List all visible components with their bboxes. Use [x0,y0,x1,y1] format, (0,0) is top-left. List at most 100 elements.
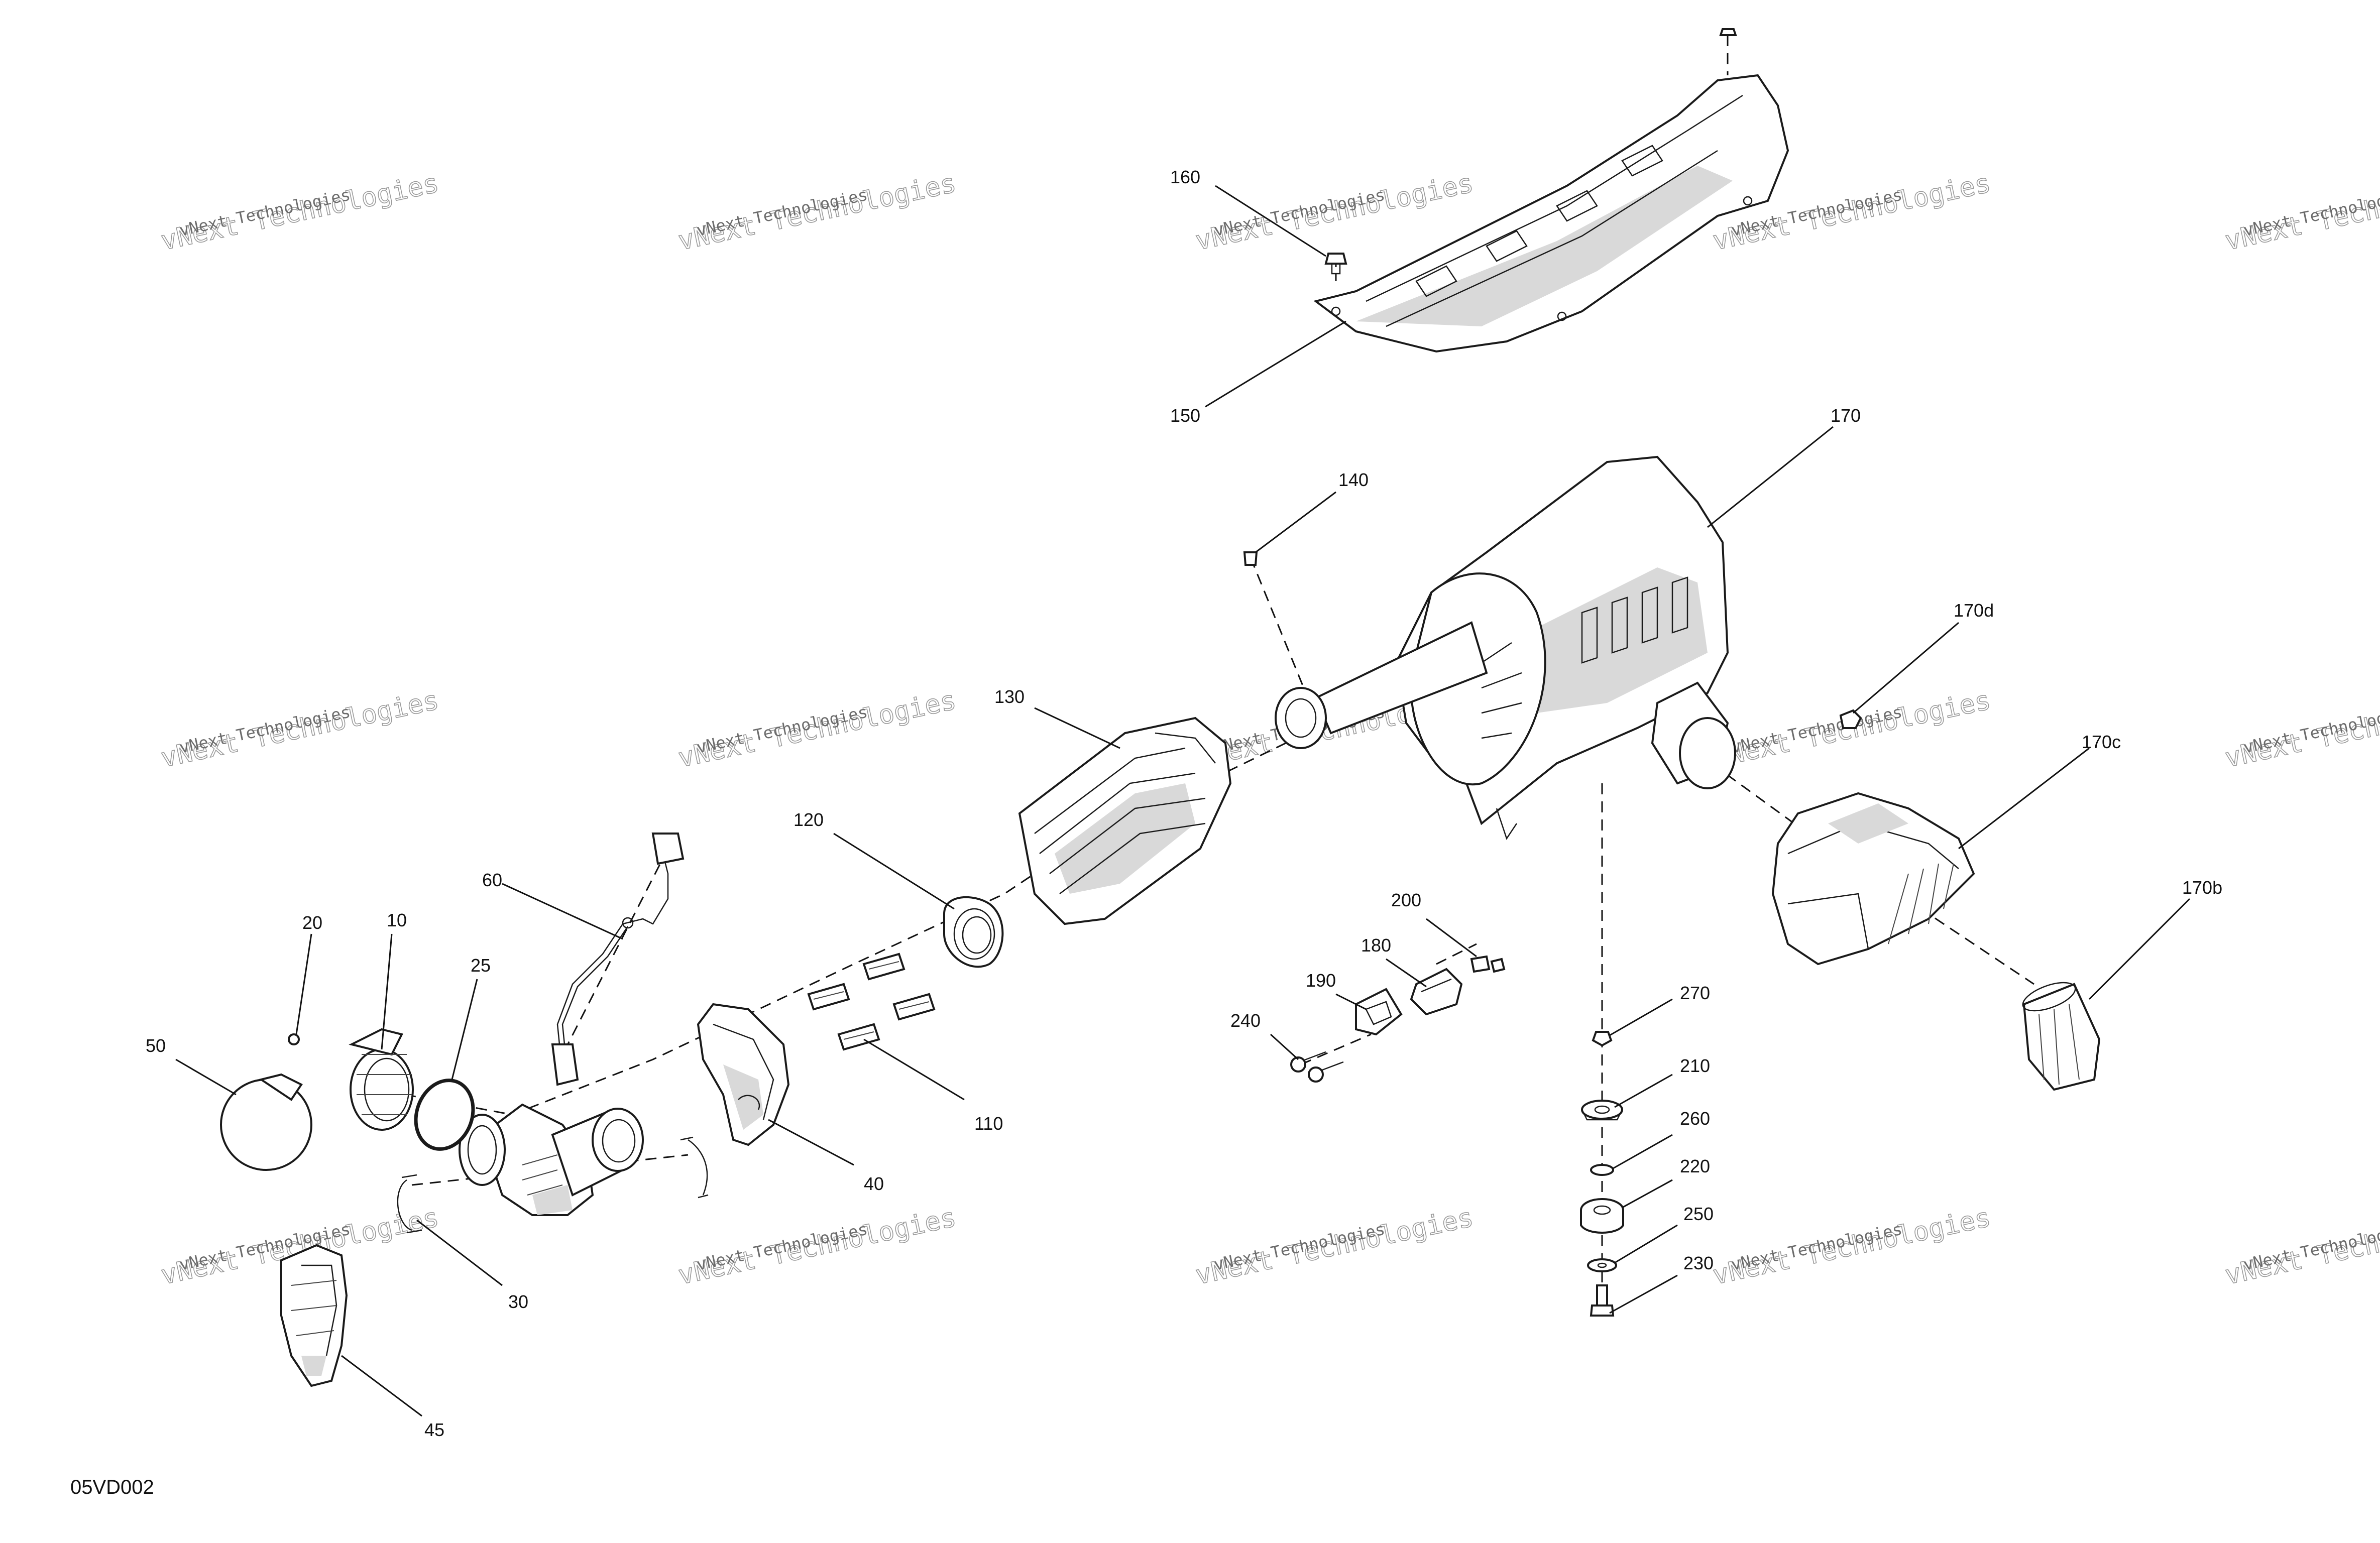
leader-210 [1609,1274,1678,1314]
callout-45: 45 [424,1419,444,1440]
leader-150 [1205,320,1346,408]
parts-layer [220,28,2101,1387]
tailpipe-tip-170b [2022,982,2101,1091]
washer-260 [1590,1164,1614,1176]
catalyst-shield-130 [1018,717,1232,925]
callout-220: 210 [1680,1055,1710,1076]
shield-45 [280,1244,348,1387]
leader-140 [1255,491,1336,553]
callout-40: 40 [864,1173,884,1194]
vband-clamp-10 [349,1028,414,1131]
leader-170 [1707,426,1834,528]
leader-240 [1270,1033,1299,1060]
callout-250: 250 [1683,1204,1714,1224]
leader-250 [1614,1224,1678,1264]
callout-180: 180 [1361,935,1391,956]
clip-axis-30 [411,1154,689,1186]
leader-170c [1958,747,2090,850]
leader-170b [2088,898,2191,1000]
leader-260 [1612,1134,1673,1170]
watermark: vNext Technologies vNext Technologies [1192,1202,1476,1291]
callout-10: 10 [387,910,407,930]
washer-250 [1587,1258,1617,1272]
watermark: vNext Technologies vNext Technologies [675,685,959,774]
watermark: vNext Technologies vNext Technologies [675,168,959,257]
callout-230: 220 [1680,1156,1710,1176]
callout-190: 190 [1306,970,1336,991]
leader-130 [1034,707,1120,749]
watermark: vNext Technologies vNext Technologies [158,685,441,774]
leader-180 [1386,958,1427,988]
callout-170d: 170d [1954,600,1994,621]
leader-60 [502,883,623,940]
watermark: vNext Technologies vNext Technologies [2222,685,2380,774]
callout-30: 30 [508,1291,528,1312]
callout-120: 120 [794,809,824,830]
watermark: vNext Technologies vNext Technologies [675,1202,959,1291]
oxygen-sensor-60 [551,833,685,1086]
sensor-axis [556,848,669,1065]
tail-shield-170c [1771,792,1975,966]
nut-270 [1592,1031,1613,1047]
screw-top [1719,28,1737,36]
callout-240: 240 [1230,1010,1261,1031]
leader-50 [175,1058,237,1096]
leader-110 [863,1038,965,1101]
clip-30-left [397,1174,422,1234]
leader-200 [1426,918,1477,958]
leader-120 [833,833,955,910]
callout-210: 230 [1683,1253,1714,1273]
callout-200: 200 [1391,890,1421,910]
grommet-190 [1355,988,1403,1036]
leader-20 [295,933,312,1035]
watermark: vNext Technologies vNext Technologies [1192,168,1476,257]
bolt-axis-240 [1300,1033,1372,1065]
watermark: vNext Technologies vNext Technologies [158,168,441,257]
figure-id: 05VD002 [70,1476,154,1498]
turbocharger [459,1103,644,1216]
callout-260: 260 [1680,1108,1710,1129]
callout-170: 170 [1831,405,1861,426]
leader-270 [1609,998,1673,1036]
bushing-220 [1581,1100,1623,1121]
bolt-210 [1590,1284,1615,1317]
callout-150: 150 [1170,405,1200,426]
leader-230 [1622,1179,1673,1209]
callout-170c: 170c [2082,732,2121,752]
leader-190 [1335,993,1367,1010]
leader-lines [175,185,2191,1417]
leader-25 [451,979,478,1080]
bolt-200 [1470,955,1506,973]
callout-270: 270 [1680,983,1710,1003]
nut-20 [288,1033,300,1045]
callout-60: 60 [482,870,502,890]
callout-25: 25 [471,955,491,976]
turbo-shield-40 [697,1003,790,1146]
leader-220 [1614,1074,1673,1108]
callout-50: 50 [146,1035,166,1056]
clip-30-right [680,1136,709,1199]
screw-160 [1324,253,1347,275]
leader-160 [1215,185,1326,257]
bracket-axis-180 [1436,943,1477,965]
callout-20: 20 [302,912,322,933]
bolts-240 [1290,1051,1344,1083]
leader-40 [768,1119,854,1166]
watermark: vNext Technologies vNext Technologies [2222,168,2380,257]
callout-140: 140 [1338,469,1369,490]
leader-170d [1853,622,1959,714]
muffler-170 [1275,455,1736,840]
watermark: vNext Technologies vNext Technologies [2222,1202,2380,1291]
watermark: vNext Technologies vNext Technologies [1710,1202,1993,1291]
o-ring-25 [414,1079,475,1151]
leader-10 [381,933,393,1050]
leader-30 [416,1219,503,1286]
rubber-mount-230 [1580,1198,1624,1234]
stud-axis-140 [1250,557,1307,693]
gasket-120 [943,896,1004,968]
bracket-180 [1410,968,1463,1016]
callout-160: 160 [1170,167,1200,187]
callout-labels: 160 150 170 140 170d 170c 170b 130 120 1… [146,167,2222,1440]
hose-clamp-50 [220,1073,312,1171]
